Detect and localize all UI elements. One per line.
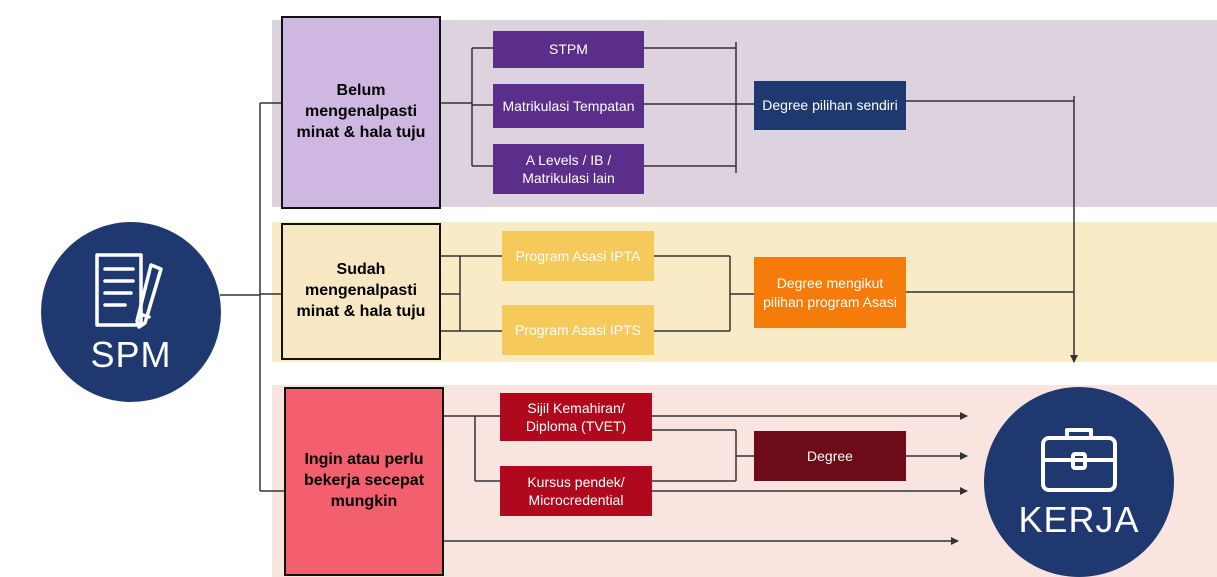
briefcase-icon	[1041, 428, 1117, 492]
spm-node: SPM	[41, 222, 221, 402]
document-pencil-icon	[95, 253, 163, 329]
spm-label: SPM	[90, 334, 172, 375]
kerja-node: KERJA	[984, 387, 1174, 577]
option-kursus-pendek: Kursus pendek/ Microcredential	[500, 466, 652, 516]
option-stpm: STPM	[493, 31, 644, 68]
option-tvet: Sijil Kemahiran/ Diploma (TVET)	[500, 393, 652, 441]
outcome-degree: Degree	[754, 431, 906, 481]
category-path-3: Ingin atau perlu bekerja secepat mungkin	[284, 387, 444, 576]
kerja-label: KERJA	[1018, 499, 1140, 540]
option-matrikulasi-tempatan: Matrikulasi Tempatan	[493, 84, 644, 128]
category-path-1: Belum mengenalpasti minat & hala tuju	[281, 16, 441, 209]
option-alevels-ib: A Levels / IB / Matrikulasi lain	[493, 144, 644, 194]
outcome-degree-pilihan-sendiri: Degree pilihan sendiri	[754, 81, 906, 130]
option-asasi-ipta: Program Asasi IPTA	[502, 231, 654, 281]
connector-cat3-split	[444, 415, 476, 481]
outcome-degree-asasi: Degree mengikut pilihan program Asasi	[754, 257, 906, 328]
category-path-2: Sudah mengenalpasti minat & hala tuju	[281, 223, 441, 360]
option-asasi-ipts: Program Asasi IPTS	[502, 305, 654, 355]
